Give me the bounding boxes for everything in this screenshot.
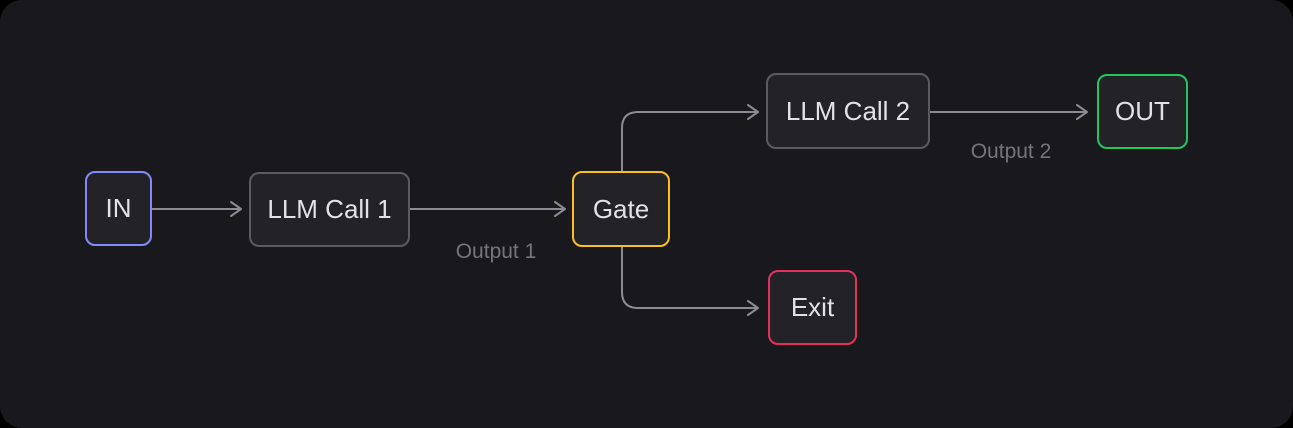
edge-label-output-2: Output 2 [970, 140, 1052, 163]
node-llm-call-1: LLM Call 1 [249, 172, 410, 247]
node-exit: Exit [768, 270, 857, 345]
edge-llm2-to-out [929, 104, 1088, 120]
node-in: IN [85, 171, 152, 246]
node-llm-call-2: LLM Call 2 [766, 73, 930, 149]
edge-gate-to-exit [621, 246, 759, 316]
node-out: OUT [1097, 74, 1188, 149]
edge-llm1-to-gate [409, 201, 566, 217]
node-gate: Gate [572, 171, 670, 247]
edge-gate-to-llm2 [621, 104, 759, 172]
edge-label-output-1: Output 1 [455, 240, 537, 263]
edge-in-to-llm1 [151, 201, 242, 217]
